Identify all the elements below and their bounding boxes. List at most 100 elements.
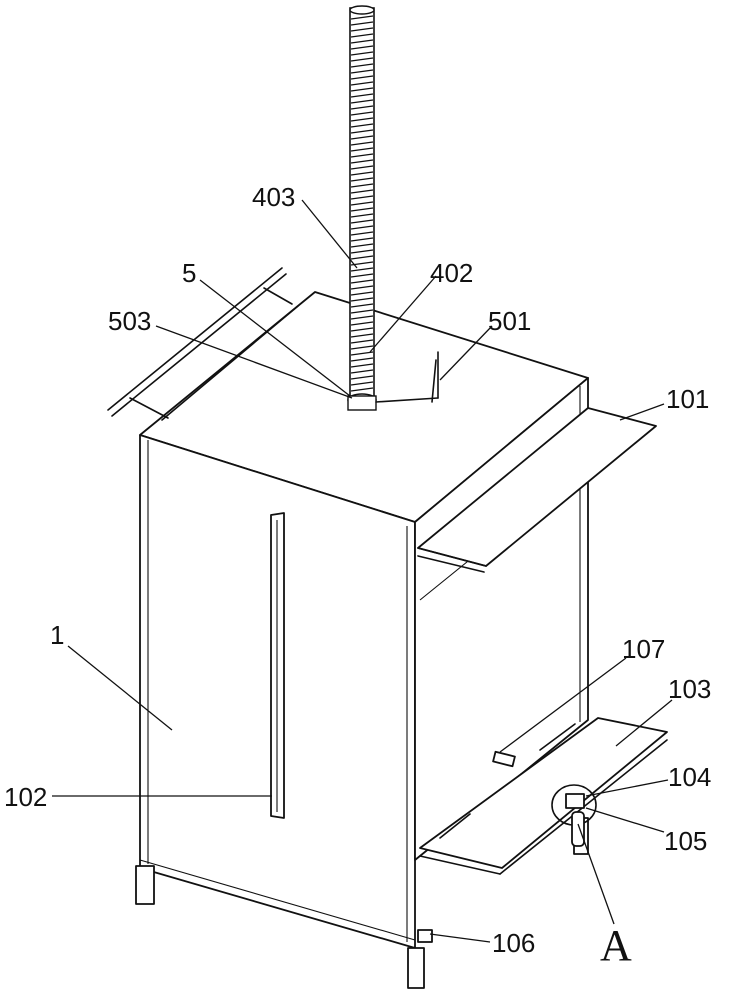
thread-line	[350, 219, 374, 224]
thread-line	[350, 189, 374, 194]
thread-line	[350, 309, 374, 314]
thread-line	[350, 267, 374, 272]
thread-line	[350, 171, 374, 176]
leg-front-right	[407, 947, 425, 989]
thread-line	[350, 357, 374, 362]
leader-107	[499, 657, 627, 753]
leader-lines	[52, 199, 673, 943]
rod-threads	[350, 15, 374, 392]
door-handle	[270, 512, 285, 819]
thread-line	[350, 243, 374, 248]
thread-line	[350, 369, 374, 374]
label-106: 106	[492, 928, 535, 958]
thread-line	[350, 303, 374, 308]
latch-block-104	[565, 793, 585, 809]
lower-tray-lip	[419, 855, 501, 875]
label-104: 104	[668, 762, 711, 792]
thread-line	[350, 141, 374, 146]
label-101: 101	[666, 384, 709, 414]
leader-403	[301, 199, 358, 269]
leader-A	[577, 823, 615, 925]
lower-tray-hinge-a	[439, 813, 471, 839]
label-105: 105	[664, 826, 707, 856]
thread-line	[350, 273, 374, 278]
label-102: 102	[4, 782, 47, 812]
thread-line	[350, 21, 374, 26]
thread-line	[350, 63, 374, 68]
rail-bar-inner	[161, 305, 299, 421]
handle-rail	[107, 267, 299, 421]
thread-line	[350, 213, 374, 218]
leader-1	[67, 645, 173, 731]
label-501: 501	[488, 306, 531, 336]
thread-line	[350, 69, 374, 74]
thread-line	[350, 195, 374, 200]
leader-103	[615, 699, 673, 747]
hinge-106	[417, 929, 433, 943]
thread-line	[350, 255, 374, 260]
labels: 403 5 402 503 501 101 1 107 103 102 104 …	[4, 182, 711, 970]
leader-101	[619, 403, 665, 421]
lower-tray-plate	[419, 717, 668, 869]
thread-line	[350, 57, 374, 62]
rail-bracket-1	[129, 397, 169, 419]
leader-104	[585, 779, 669, 797]
leader-5	[199, 279, 351, 397]
thread-line	[350, 327, 374, 332]
thread-line	[350, 207, 374, 212]
thread-line	[350, 33, 374, 38]
thread-line	[350, 75, 374, 80]
label-503: 503	[108, 306, 151, 336]
label-402: 402	[430, 258, 473, 288]
thread-line	[350, 165, 374, 170]
thread-line	[350, 339, 374, 344]
thread-line	[350, 81, 374, 86]
thread-line	[350, 237, 374, 242]
thread-line	[350, 279, 374, 284]
thread-line	[350, 105, 374, 110]
thread-line	[350, 51, 374, 56]
rod-nut-body	[347, 395, 377, 411]
thread-line	[350, 351, 374, 356]
thread-line	[350, 249, 374, 254]
threaded-rod	[347, 5, 377, 411]
thread-line	[350, 321, 374, 326]
thread-line	[350, 153, 374, 158]
thread-line	[350, 129, 374, 134]
thread-line	[350, 285, 374, 290]
thread-line	[350, 177, 374, 182]
thread-line	[350, 27, 374, 32]
label-1: 1	[50, 620, 64, 650]
thread-line	[350, 381, 374, 386]
thread-line	[350, 111, 374, 116]
label-A: A	[600, 921, 632, 970]
latch-107	[492, 750, 516, 768]
thread-line	[350, 117, 374, 122]
thread-line	[350, 345, 374, 350]
upper-tray-lip	[417, 555, 485, 573]
thread-line	[350, 147, 374, 152]
thread-line	[350, 333, 374, 338]
thread-line	[350, 363, 374, 368]
thread-line	[350, 87, 374, 92]
thread-line	[350, 159, 374, 164]
label-403: 403	[252, 182, 295, 212]
thread-line	[350, 297, 374, 302]
thread-line	[350, 315, 374, 320]
front-bottom-edge	[139, 859, 416, 941]
arm-bar	[375, 397, 439, 403]
thread-line	[350, 231, 374, 236]
rail-bar-outer	[107, 267, 283, 411]
thread-line	[350, 375, 374, 380]
leader-501	[439, 325, 493, 381]
thread-line	[350, 201, 374, 206]
detail-a	[551, 784, 597, 847]
upper-tray-edge	[417, 547, 487, 567]
leader-105	[585, 807, 665, 833]
label-103: 103	[668, 674, 711, 704]
leader-503	[155, 325, 353, 399]
label-107: 107	[622, 634, 665, 664]
rod-top	[349, 5, 375, 15]
thread-line	[350, 93, 374, 98]
